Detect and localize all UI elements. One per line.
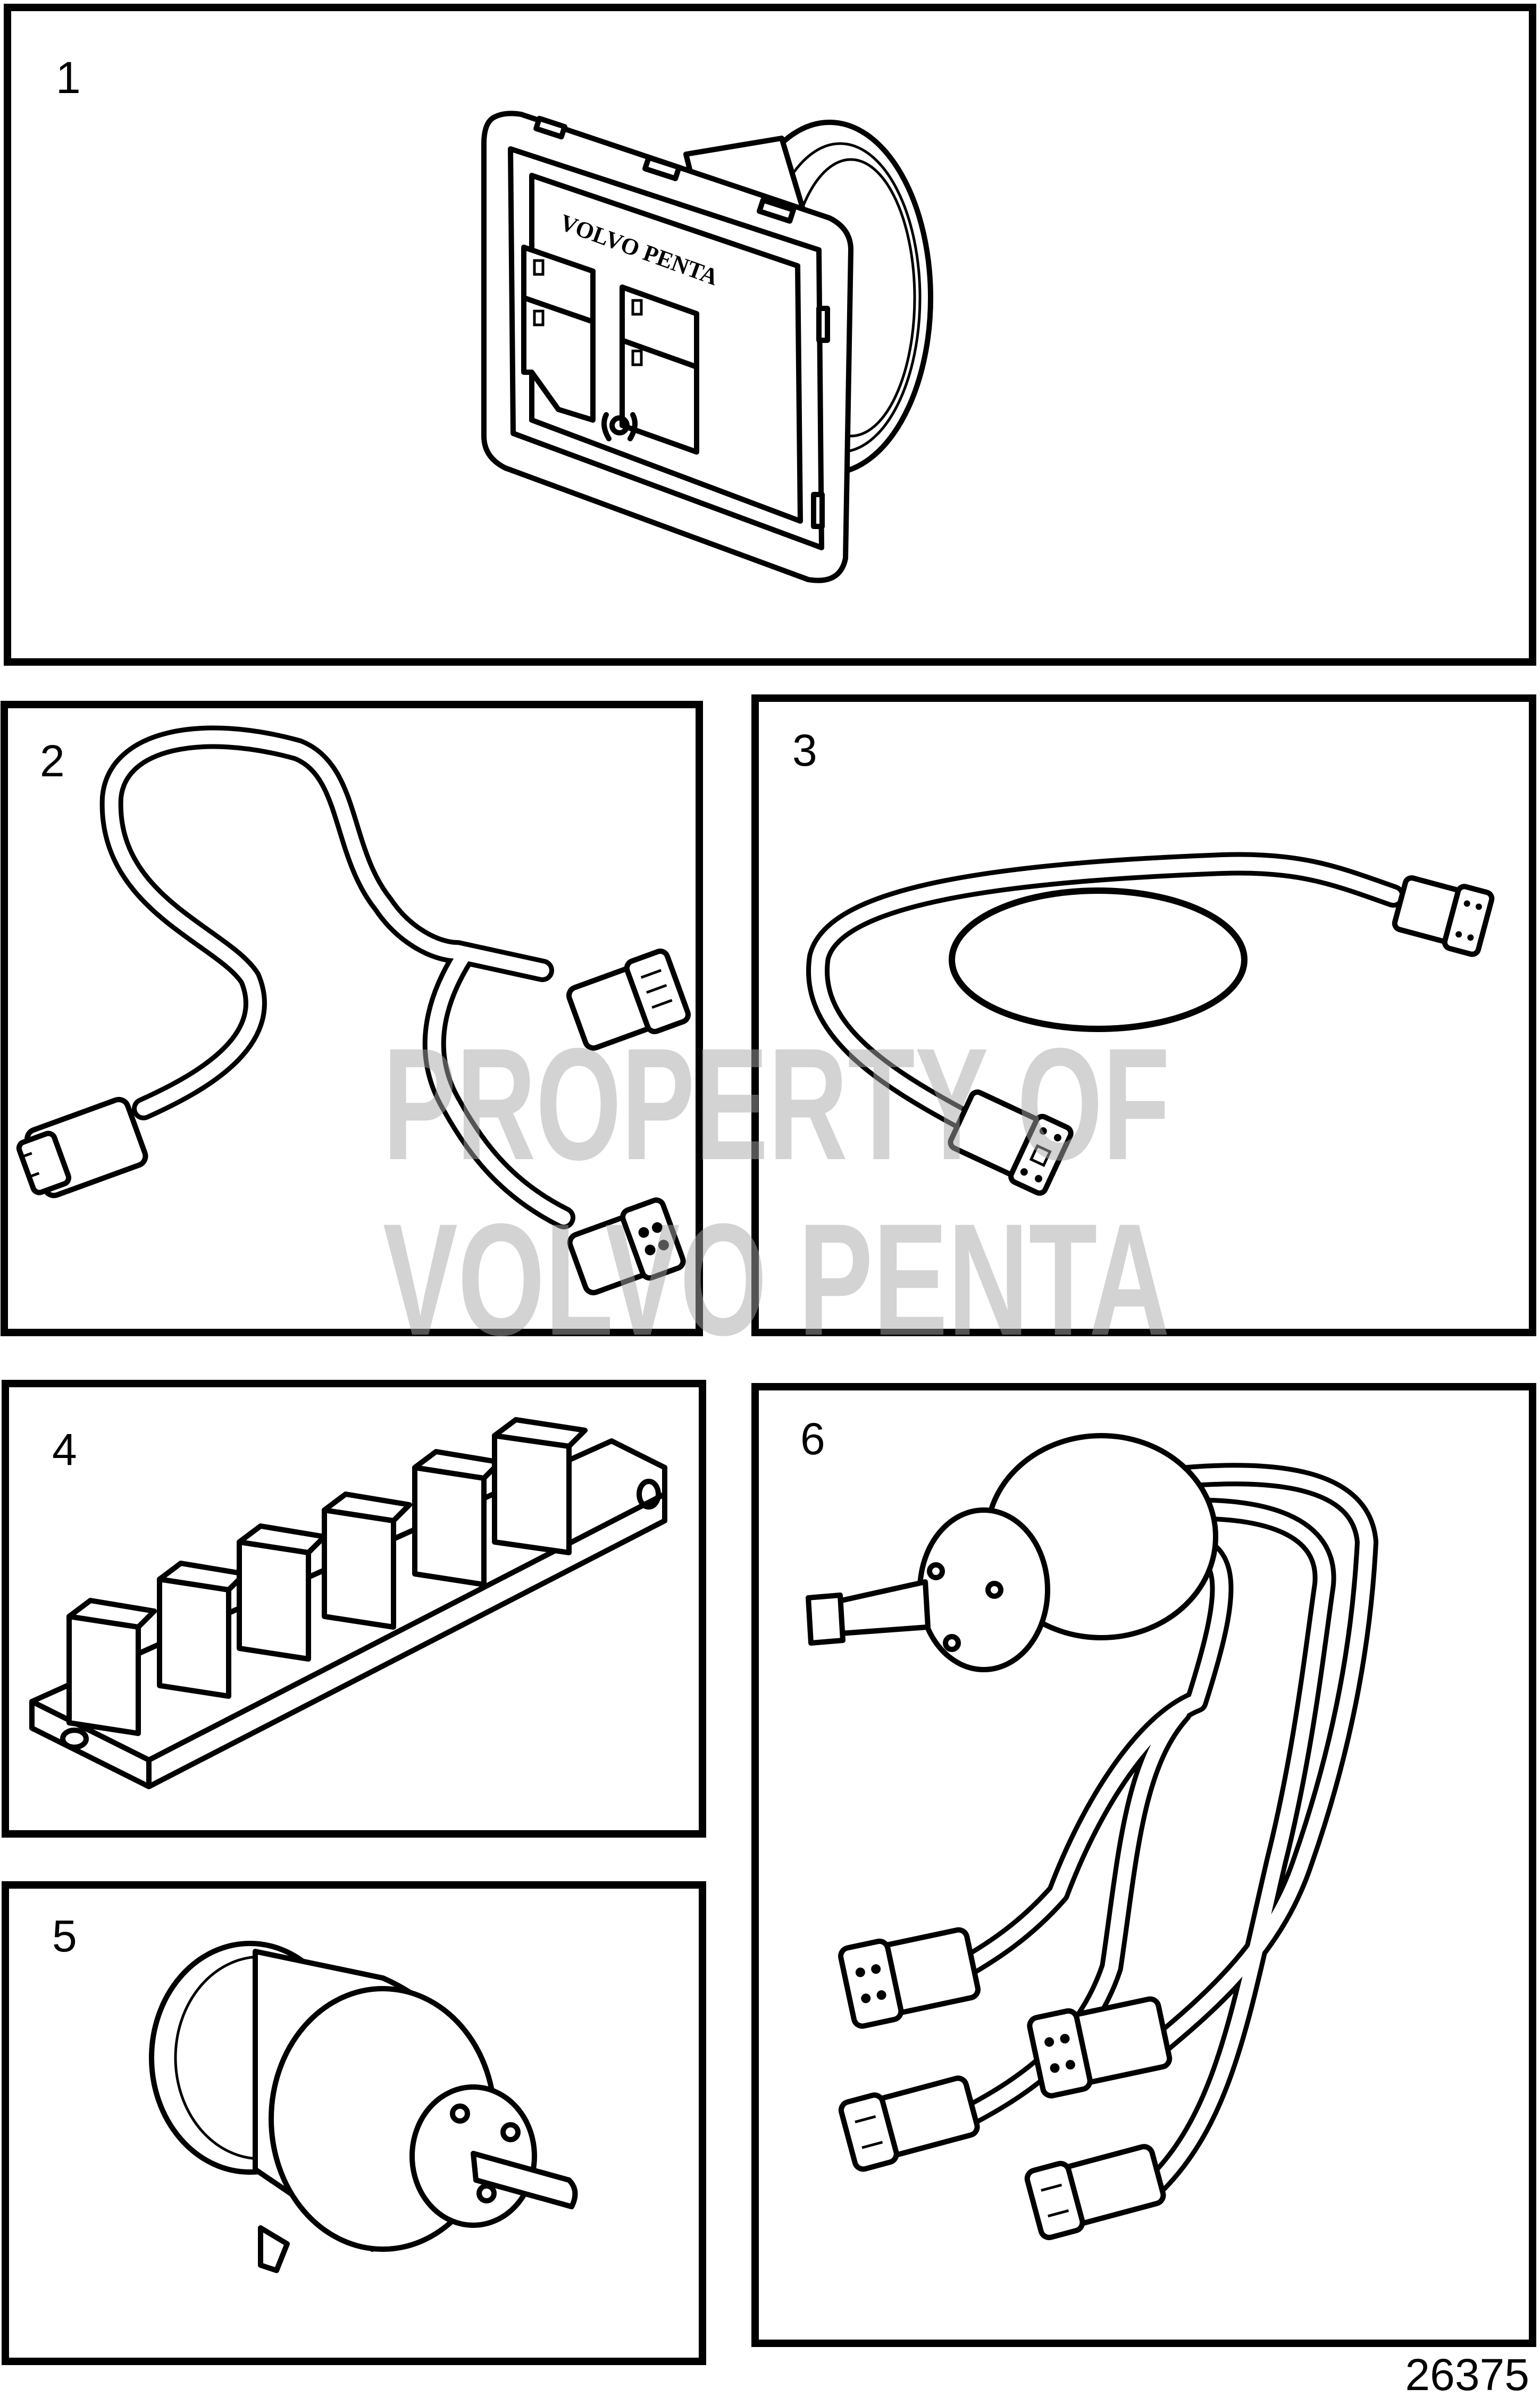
sensor-with-harness-illustration xyxy=(806,1433,1378,2241)
panel-3-label: 3 xyxy=(792,725,817,775)
panel-1-frame xyxy=(4,4,1536,666)
connector-a xyxy=(838,1927,981,2029)
extension-cable-illustration xyxy=(806,852,1495,1196)
panel-1: 1 VOLVO PENTA xyxy=(4,4,1536,666)
panel-1-label: 1 xyxy=(56,53,81,103)
connector-left xyxy=(16,1096,148,1198)
button-top-left xyxy=(521,245,596,423)
watermark-line-1: PROPERTY OF xyxy=(383,1015,1170,1193)
panel-6-frame xyxy=(751,1383,1536,2347)
panel-5-frame xyxy=(2,1881,706,2365)
connector-c xyxy=(1027,1996,1173,2099)
panel-2-label: 2 xyxy=(40,736,65,786)
panel-5: 5 xyxy=(2,1881,706,2365)
panel-2: 2 xyxy=(1,701,703,1336)
panel-3: 3 xyxy=(751,694,1536,1336)
control-panel-illustration: VOLVO PENTA xyxy=(481,111,933,583)
panel-6-label: 6 xyxy=(800,1414,825,1464)
connector-lower xyxy=(948,1089,1074,1196)
connector-top-right xyxy=(566,948,691,1051)
y-cable-harness-illustration xyxy=(16,725,691,1296)
button-top-right xyxy=(620,284,699,455)
watermark: PROPERTY OF VOLVO PENTA xyxy=(383,1015,1170,1369)
watermark-line-2: VOLVO PENTA xyxy=(383,1190,1170,1369)
panel-5-label: 5 xyxy=(52,1911,77,1961)
panel-4-label: 4 xyxy=(52,1424,77,1474)
figure-number: 26375 xyxy=(1405,2350,1529,2397)
panel-4-frame xyxy=(2,1380,706,1838)
hub-sockets xyxy=(66,1417,588,1736)
panel-3-frame xyxy=(751,694,1536,1336)
panel-2-frame xyxy=(1,701,703,1336)
audio-icon xyxy=(609,415,630,435)
connector-bottom xyxy=(567,1197,686,1296)
connector-b xyxy=(838,2075,980,2172)
panel-4: 4 xyxy=(2,1380,706,1838)
panel-6: 6 xyxy=(751,1383,1536,2347)
connector-upper xyxy=(1392,875,1495,957)
connector-d xyxy=(1024,2144,1166,2241)
sensor-illustration xyxy=(149,1941,578,2273)
connector-hub-illustration xyxy=(29,1417,667,1789)
